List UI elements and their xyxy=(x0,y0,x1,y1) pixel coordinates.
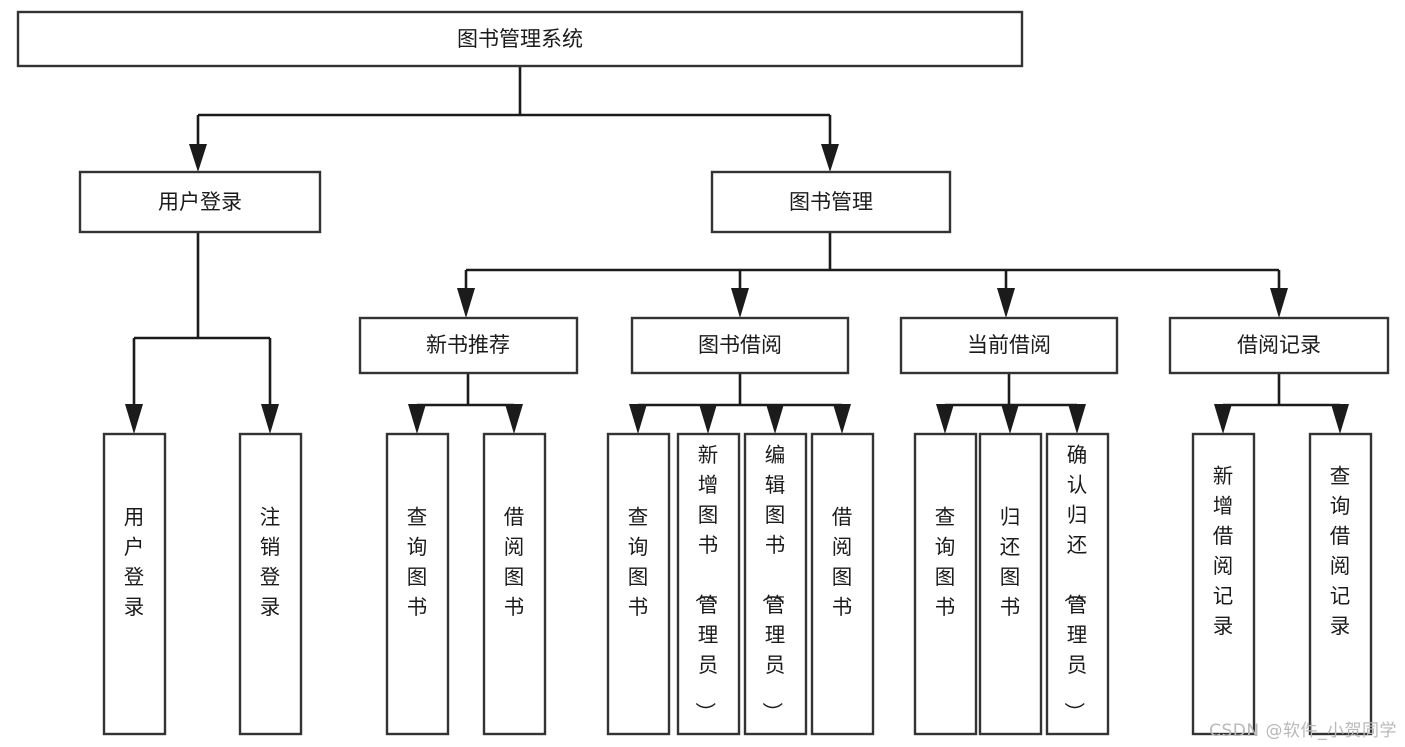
node-leaf-query-book-2-label: 查询图书 xyxy=(628,505,649,619)
arrow-head-leaf-query-book-3 xyxy=(936,404,954,434)
node-leaf-add-record[interactable]: 新增借阅记录 xyxy=(1191,432,1256,736)
node-leaf-confirm-return-box[interactable] xyxy=(1045,432,1110,736)
node-leaf-borrow-book-2-label: 借阅图书 xyxy=(832,505,853,619)
node-user-login[interactable]: 用户登录 xyxy=(78,170,322,234)
arrow-head-book-manage xyxy=(821,144,839,172)
arrow-head-leaf-add-book xyxy=(699,404,717,434)
arrow-head-leaf-query-book-1 xyxy=(408,404,426,434)
node-leaf-confirm-return[interactable]: 确认归还（管理员） xyxy=(1045,432,1110,736)
node-leaf-return-book-box[interactable] xyxy=(978,432,1043,736)
node-current-borrow-label: 当前借阅 xyxy=(967,333,1051,357)
node-leaf-query-book-1-box[interactable] xyxy=(385,432,450,736)
node-leaf-logout-login-label: 注销登录 xyxy=(260,505,281,619)
arrow-head-leaf-borrow-book-1 xyxy=(505,404,523,434)
node-leaf-user-login-box[interactable] xyxy=(102,432,167,736)
arrow-head-leaf-confirm-return xyxy=(1068,404,1086,434)
node-leaf-query-book-2[interactable]: 查询图书 xyxy=(606,432,671,736)
node-current-borrow-box[interactable] xyxy=(899,316,1119,375)
arrow-head-user-login xyxy=(189,144,207,172)
node-leaf-return-book-label: 归还图书 xyxy=(1000,505,1021,619)
node-leaf-borrow-book-1[interactable]: 借阅图书 xyxy=(482,432,547,736)
node-leaf-add-book-label: 新增图书（管理员） xyxy=(693,443,719,723)
node-leaf-query-book-3-box[interactable] xyxy=(913,432,978,736)
node-leaf-query-book-1[interactable]: 查询图书 xyxy=(385,432,450,736)
node-current-borrow[interactable]: 当前借阅 xyxy=(899,316,1119,375)
arrow-head-borrow-record xyxy=(1270,288,1288,318)
node-leaf-query-record[interactable]: 查询借阅记录 xyxy=(1308,432,1373,736)
node-leaf-query-book-3-label: 查询图书 xyxy=(935,505,956,619)
node-leaf-query-book-3[interactable]: 查询图书 xyxy=(913,432,978,736)
arrow-head-leaf-edit-book xyxy=(766,404,784,434)
node-leaf-confirm-return-label: 确认归还（管理员） xyxy=(1062,443,1088,723)
node-borrow-record-label: 借阅记录 xyxy=(1237,333,1321,357)
node-leaf-logout-login[interactable]: 注销登录 xyxy=(238,432,303,736)
node-new-book-recommend-label: 新书推荐 xyxy=(426,333,510,357)
node-leaf-logout-login-box[interactable] xyxy=(238,432,303,736)
node-book-manage-box[interactable] xyxy=(710,170,952,234)
node-leaf-add-record-label: 新增借阅记录 xyxy=(1213,464,1234,638)
node-leaf-query-record-box[interactable] xyxy=(1308,432,1373,736)
arrow-head-leaf-query-book-2 xyxy=(629,404,647,434)
node-leaf-add-book[interactable]: 新增图书（管理员） xyxy=(676,432,741,736)
node-leaf-borrow-book-2-box[interactable] xyxy=(810,432,875,736)
connector-layer xyxy=(125,66,1349,434)
node-root-label: 图书管理系统 xyxy=(457,27,583,51)
node-leaf-query-book-2-box[interactable] xyxy=(606,432,671,736)
arrow-head-leaf-user-login xyxy=(125,404,143,434)
node-book-manage-label: 图书管理 xyxy=(789,190,873,214)
node-user-login-box[interactable] xyxy=(78,170,322,234)
node-leaf-return-book[interactable]: 归还图书 xyxy=(978,432,1043,736)
node-leaf-borrow-book-1-label: 借阅图书 xyxy=(504,505,525,619)
arrow-head-leaf-borrow-book-2 xyxy=(833,404,851,434)
node-leaf-borrow-book-2[interactable]: 借阅图书 xyxy=(810,432,875,736)
node-borrow-record[interactable]: 借阅记录 xyxy=(1168,316,1390,375)
arrow-head-leaf-return-book xyxy=(1001,404,1019,434)
node-new-book-recommend[interactable]: 新书推荐 xyxy=(358,316,579,375)
node-leaf-user-login[interactable]: 用户登录 xyxy=(102,432,167,736)
arrow-head-new-book-recommend xyxy=(457,288,475,318)
node-leaf-user-login-label: 用户登录 xyxy=(124,505,145,619)
csdn-watermark: CSDN @软件_小贺同学 xyxy=(1209,721,1397,741)
node-new-book-recommend-box[interactable] xyxy=(358,316,579,375)
node-leaf-borrow-book-1-box[interactable] xyxy=(482,432,547,736)
node-leaf-edit-book-box[interactable] xyxy=(743,432,808,736)
arrow-head-leaf-query-record xyxy=(1331,404,1349,434)
node-leaf-edit-book[interactable]: 编辑图书（管理员） xyxy=(743,432,808,736)
node-book-manage[interactable]: 图书管理 xyxy=(710,170,952,234)
node-borrow-record-box[interactable] xyxy=(1168,316,1390,375)
node-book-borrow[interactable]: 图书借阅 xyxy=(630,316,850,375)
arrow-head-leaf-add-record xyxy=(1214,404,1232,434)
node-leaf-add-book-box[interactable] xyxy=(676,432,741,736)
arrow-head-book-borrow xyxy=(731,288,749,318)
node-user-login-label: 用户登录 xyxy=(158,190,242,214)
node-root-box[interactable] xyxy=(16,10,1024,68)
leaf-nodes-layer: 用户登录 注销登录 查询图书 借阅图书 查询图书 新增图书（管理员） xyxy=(102,432,1373,736)
arrow-head-leaf-logout-login xyxy=(261,404,279,434)
node-book-borrow-box[interactable] xyxy=(630,316,850,375)
node-leaf-edit-book-label: 编辑图书（管理员） xyxy=(760,443,786,723)
node-book-borrow-label: 图书借阅 xyxy=(698,333,782,357)
node-leaf-query-record-label: 查询借阅记录 xyxy=(1330,464,1351,638)
arrow-head-current-borrow xyxy=(997,288,1015,318)
node-leaf-query-book-1-label: 查询图书 xyxy=(407,505,428,619)
node-leaf-add-record-box[interactable] xyxy=(1191,432,1256,736)
node-root[interactable]: 图书管理系统 xyxy=(16,10,1024,68)
